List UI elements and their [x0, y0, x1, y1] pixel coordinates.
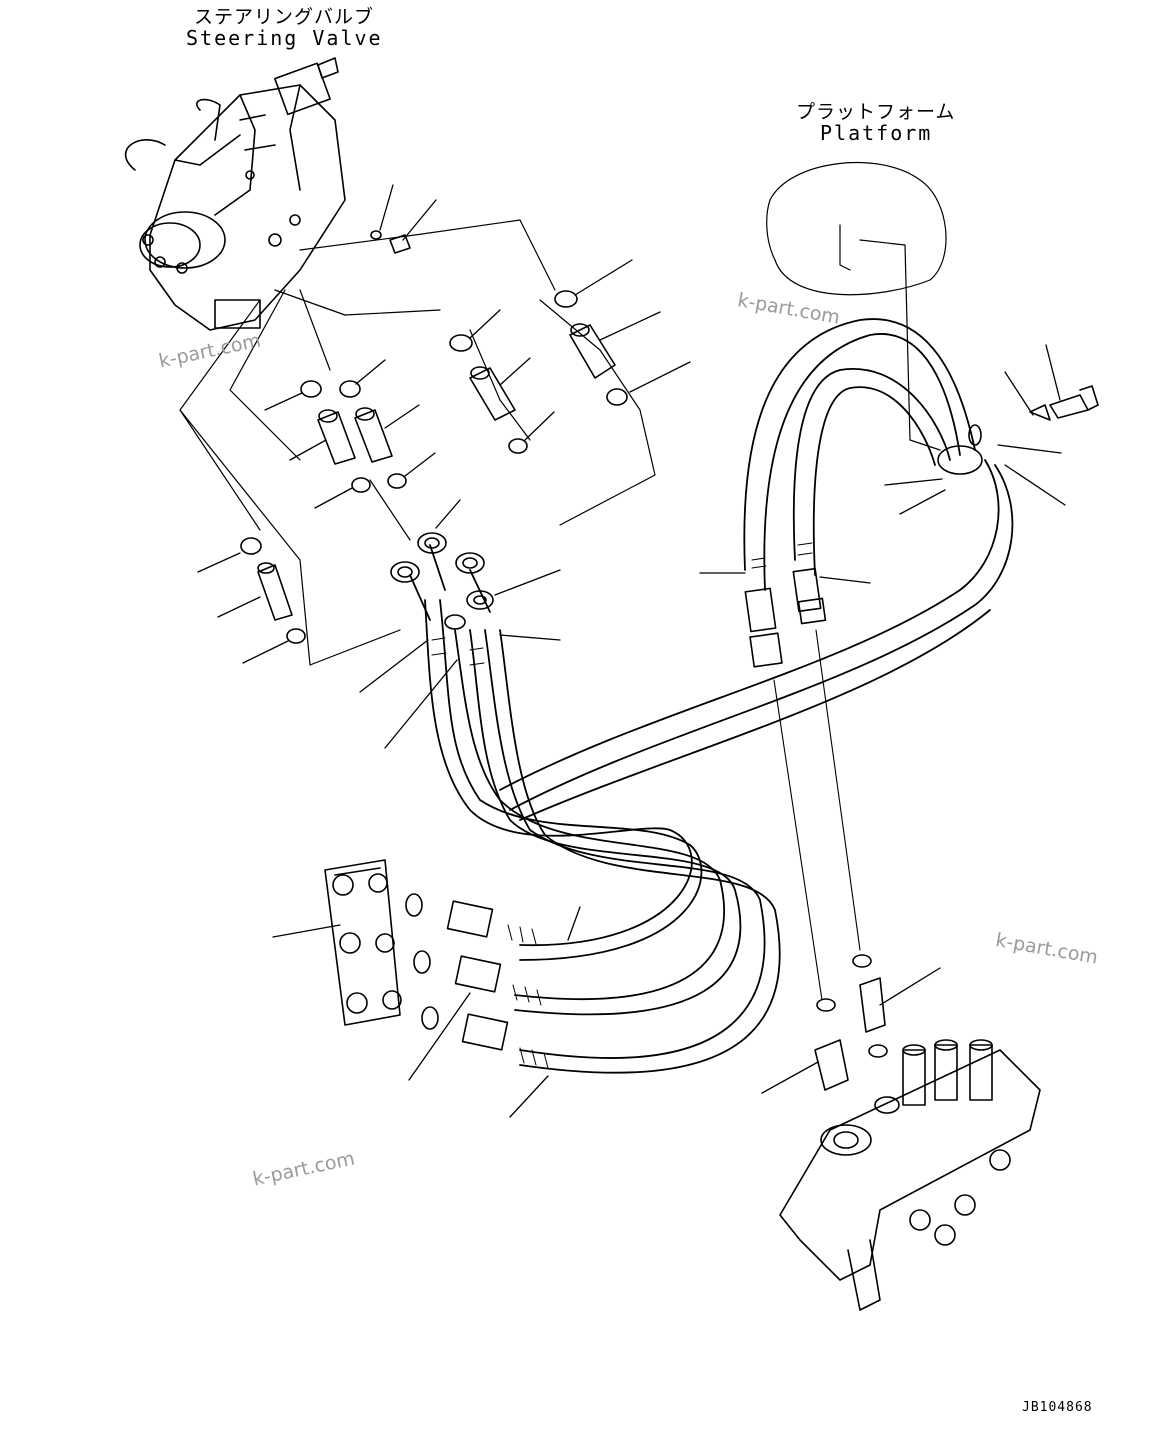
hose-markings [431, 542, 813, 1069]
steering-valve-label-jp: ステアリングバルブ [194, 6, 375, 28]
manifold-block [324, 859, 439, 1030]
o-rings [240, 290, 628, 644]
hose-bundle-right [499, 318, 1014, 821]
hose-clamp [937, 385, 1099, 475]
fitting-adapters [257, 323, 616, 621]
drawing-code: JB104868 [1022, 1400, 1093, 1415]
leader-vertical [773, 629, 861, 1001]
platform-label-en: Platform [820, 121, 933, 145]
platform-outline [766, 162, 947, 451]
hose-end-nuts-upper [390, 532, 494, 630]
control-valve-o-rings [816, 954, 888, 1058]
hose-ends-right [744, 567, 827, 668]
valve-connector-lines [179, 219, 656, 666]
control-valve [779, 977, 1041, 1311]
steering-valve-label-en: Steering Valve [186, 26, 383, 50]
plug [370, 230, 411, 254]
callout-leaders [197, 184, 1066, 1118]
hose-bundle-left [409, 544, 781, 1074]
steering-valve [124, 57, 346, 331]
manifold-hose-ends [446, 900, 509, 1051]
platform-label-jp: プラットフォーム [796, 101, 956, 123]
